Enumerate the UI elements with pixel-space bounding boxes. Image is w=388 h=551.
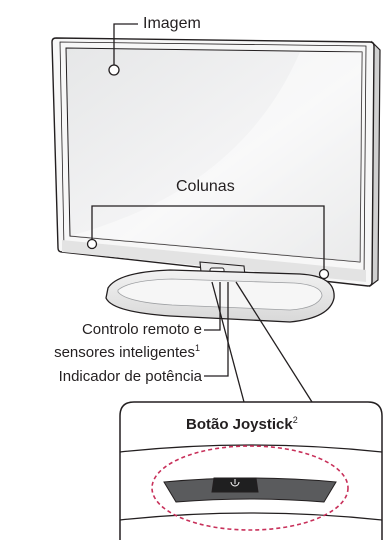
marker-screen xyxy=(108,64,120,76)
marker-speaker-right xyxy=(318,268,330,280)
screen xyxy=(65,47,363,263)
power-icon xyxy=(230,479,240,487)
label-remote-sensors-line2: sensores inteligentes xyxy=(54,344,195,361)
label-speakers: Colunas xyxy=(176,178,235,195)
joystick-detail-box xyxy=(119,401,383,540)
speaker-strip xyxy=(62,240,366,282)
label-joystick-text: Botão Joystick xyxy=(186,416,293,433)
label-remote-sensors: Controlo remoto e xyxy=(82,321,202,338)
leader-speakers xyxy=(91,205,325,272)
joystick-highlight xyxy=(151,445,349,531)
leader-power xyxy=(204,282,229,377)
leader-screen xyxy=(113,23,138,70)
footnote-1: 1 xyxy=(194,343,200,353)
screen-reflection xyxy=(70,52,362,262)
joystick-button xyxy=(211,477,259,493)
detail-panel-edge-top xyxy=(119,444,383,453)
label-remote-sensors-line1: Controlo remoto e xyxy=(81,321,202,338)
callout-line-left xyxy=(211,281,245,403)
label-power-indicator: Indicador de potência xyxy=(58,368,202,385)
label-remote-sensors-2: sensores inteligentes1 xyxy=(54,343,200,362)
callout-line-right xyxy=(235,281,313,403)
marker-speaker-left xyxy=(86,238,98,250)
leader-remote-sensors xyxy=(204,282,221,331)
label-joystick: Botão Joystick2 xyxy=(186,415,298,434)
label-screen: Imagem xyxy=(143,15,201,32)
footnote-2: 2 xyxy=(292,415,298,425)
detail-panel-edge-bottom xyxy=(119,512,383,521)
